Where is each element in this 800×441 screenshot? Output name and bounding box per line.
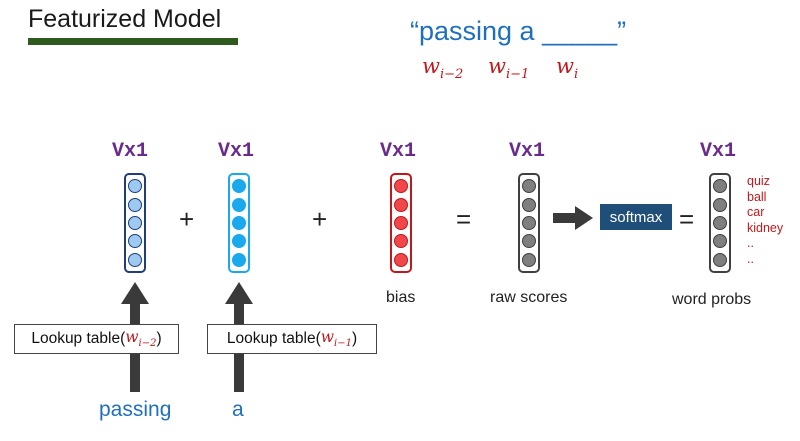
softmax-box: softmax	[600, 204, 672, 230]
vector-dim-label-2: Vx1	[218, 140, 255, 163]
vector-cell	[128, 197, 142, 212]
lookup-table-box-2: Lookup table(wi−1)	[207, 324, 377, 354]
raw-scores-vector	[518, 173, 540, 273]
vector-dim-label-5: Vx1	[700, 140, 737, 163]
vector-cell	[522, 179, 536, 194]
plus-operator-1: +	[179, 204, 195, 234]
vector-cell	[394, 252, 408, 267]
raw-scores-caption: raw scores	[490, 289, 568, 306]
vocab-word: ..	[747, 251, 754, 266]
vocab-list: quiz ball car kidney .. ..	[747, 174, 783, 267]
arrow-right-icon	[553, 206, 593, 230]
vector-cell	[522, 234, 536, 249]
vector-cell	[394, 215, 408, 230]
equals-operator-2: =	[679, 204, 695, 234]
vector-cell	[232, 215, 246, 230]
vocab-word: ball	[747, 189, 767, 204]
vector-dim-label-3: Vx1	[380, 140, 417, 163]
vector-cell	[713, 215, 727, 230]
vector-cell	[232, 234, 246, 249]
vocab-word: kidney	[747, 220, 784, 235]
bias-caption: bias	[386, 289, 416, 306]
lookup-table-box-1: Lookup table(wi−2)	[14, 324, 179, 354]
embedding-vector-2	[228, 173, 250, 273]
vocab-word: quiz	[747, 174, 770, 188]
vector-cell	[394, 197, 408, 212]
vector-cell	[713, 179, 727, 194]
vector-cell	[522, 197, 536, 212]
vector-cell	[394, 234, 408, 249]
vector-cell	[713, 197, 727, 212]
vector-cell	[232, 252, 246, 267]
embedding-vector-1	[124, 173, 146, 273]
vector-cell	[394, 179, 408, 194]
vocab-word: ..	[747, 236, 754, 250]
example-phrase: “passing a _____”	[410, 16, 627, 46]
word-probs-vector	[709, 173, 731, 273]
vector-cell	[232, 179, 246, 194]
slide-title: Featurized Model	[28, 5, 222, 33]
vector-cell	[128, 215, 142, 230]
vector-cell	[522, 252, 536, 267]
word-probs-caption: word probs	[672, 291, 752, 308]
plus-operator-2: +	[312, 204, 328, 234]
vector-cell	[128, 234, 142, 249]
vector-cell	[128, 252, 142, 267]
vocab-word: car	[747, 205, 765, 219]
input-word-passing: passing	[99, 398, 172, 421]
vector-dim-label-4: Vx1	[509, 140, 546, 163]
vector-cell	[232, 197, 246, 212]
input-word-a: a	[232, 398, 244, 421]
vector-cell	[713, 234, 727, 249]
vector-dim-label-1: Vx1	[112, 140, 149, 163]
context-word-label-1: wi−2	[422, 54, 464, 83]
context-word-label-2: wi−1	[488, 54, 530, 83]
vector-cell	[128, 179, 142, 194]
bias-vector	[390, 173, 412, 273]
title-underline-bar	[28, 38, 238, 45]
vector-cell	[522, 215, 536, 230]
context-word-label-3: wi	[556, 54, 579, 83]
equals-operator-1: =	[456, 204, 472, 234]
vector-cell	[713, 252, 727, 267]
